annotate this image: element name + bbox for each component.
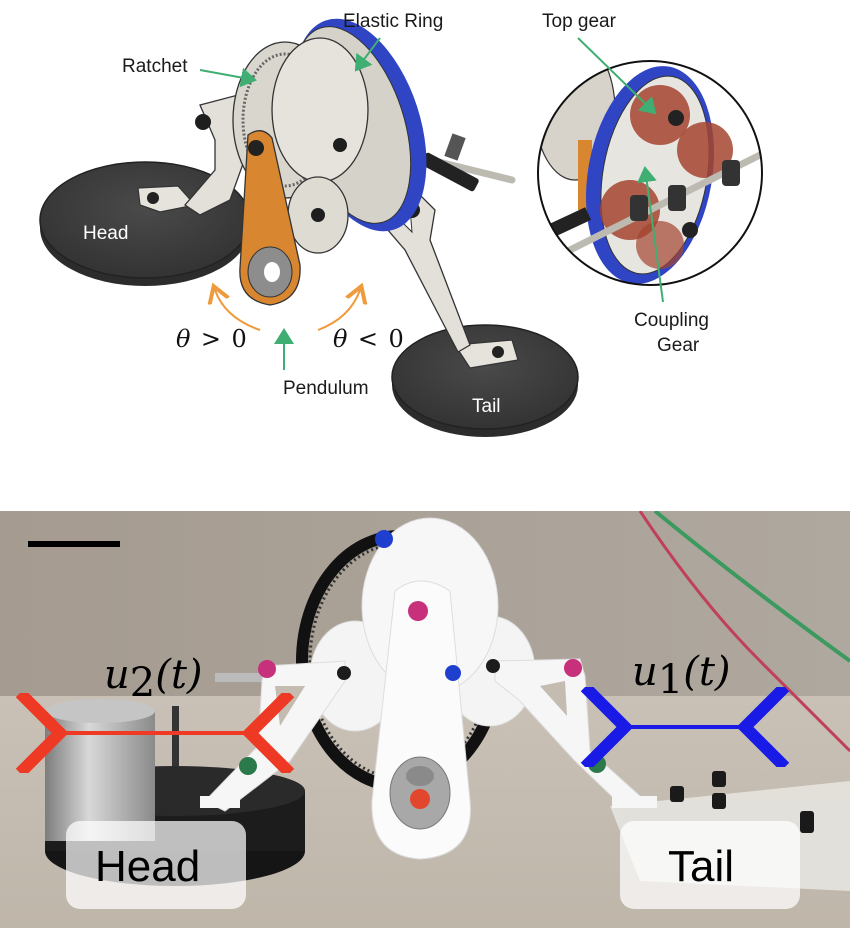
prototype-photo-panel: u2(t) u1(t) Head Tail [0, 511, 850, 928]
pendulum-photo [371, 530, 471, 860]
coupling-gear-label-line2: Gear [657, 335, 700, 356]
left-rod [215, 673, 275, 682]
elastic-ring-callout-arrow [354, 37, 381, 72]
prototype-photo: u2(t) u1(t) Head Tail [0, 511, 850, 928]
marker-magenta-right [564, 659, 582, 677]
tail-label-box: Tail [620, 821, 800, 909]
marker-magenta-top [408, 601, 428, 621]
tail-photo-label: Tail [668, 842, 734, 891]
ratchet-callout-arrow [199, 67, 257, 88]
swing-arrow-negative [317, 290, 360, 331]
elastic-ring-label: Elastic Ring [343, 11, 443, 32]
input-u2-label: u2(t) [104, 652, 203, 706]
coupling-gear-label-line1: Coupling [634, 310, 709, 331]
marker-green-left [239, 757, 257, 775]
head-label-box: Head [66, 821, 246, 909]
swing-arrow-positive [215, 290, 261, 331]
marker-red-bottom [410, 789, 430, 809]
head-photo-label: Head [95, 842, 200, 891]
ratchet-label: Ratchet [122, 56, 188, 77]
cad-diagram: Head Tail [39, 11, 763, 437]
tail-foot-label: Tail [472, 396, 501, 417]
marker-blue-top [375, 530, 393, 548]
top-gear-label: Top gear [542, 11, 617, 32]
marker-magenta-left [258, 660, 276, 678]
input-u1-label: u1(t) [632, 649, 731, 703]
marker-blue-center [445, 665, 461, 681]
red-wire [638, 511, 850, 753]
angle-positive-label: θ > 0 [176, 325, 247, 353]
green-wire [653, 511, 850, 663]
scale-bar [28, 541, 120, 547]
marker-green-right [588, 755, 606, 773]
head-foot-label: Head [83, 223, 128, 244]
pendulum [239, 130, 301, 306]
coupling-gear-callout-arrow [636, 166, 664, 303]
pendulum-label: Pendulum [283, 378, 369, 399]
gear-inset [537, 60, 763, 286]
cad-rendering-panel: Head Tail [0, 0, 850, 460]
tail-foot [391, 324, 579, 437]
angle-negative-label: θ < 0 [333, 325, 404, 353]
top-gear-callout-arrow [577, 37, 657, 115]
